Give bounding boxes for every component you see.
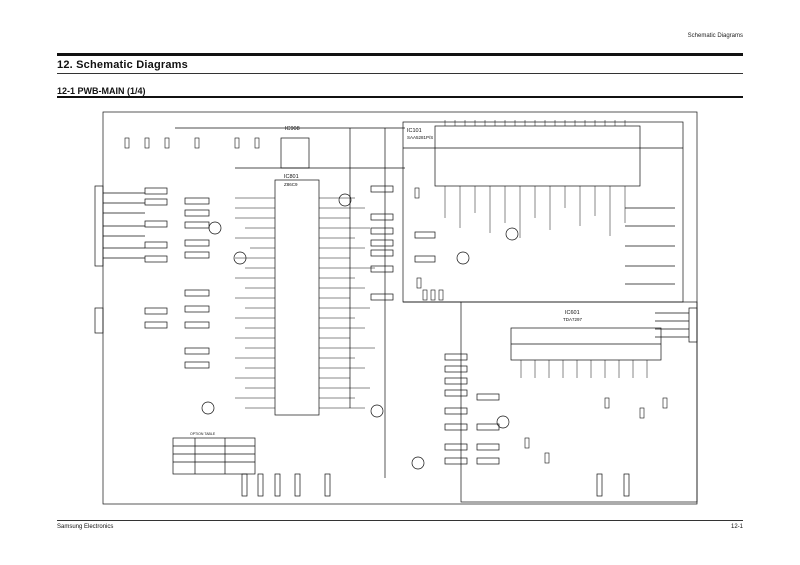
footer-rule <box>57 520 743 521</box>
ic-center-part: Z86C9 <box>284 182 298 187</box>
section-title: 12-1 PWB-MAIN (1/4) <box>57 86 146 96</box>
heavy-rule <box>57 53 743 56</box>
section-rule <box>57 96 743 98</box>
option-table-title: OPTION TABLE <box>190 432 216 436</box>
running-head: Schematic Diagrams <box>687 33 743 39</box>
schematic-diagram: IC908 IC801 Z86C9 IC101 SAA5281P/S IC601… <box>94 111 698 505</box>
ic-mid-right-part: TDA7297 <box>563 317 583 322</box>
ic-center-label: IC801 <box>284 174 299 180</box>
light-rule <box>57 73 743 74</box>
ic-left-label: IC908 <box>285 126 300 132</box>
ic-top-right-label: IC101 <box>407 128 422 134</box>
ic-mid-right-label: IC601 <box>565 310 580 316</box>
chapter-title: 12. Schematic Diagrams <box>57 59 188 71</box>
ic-top-right-part: SAA5281P/S <box>407 135 433 140</box>
footer-brand: Samsung Electronics <box>57 524 114 530</box>
page-number: 12-1 <box>730 524 743 530</box>
